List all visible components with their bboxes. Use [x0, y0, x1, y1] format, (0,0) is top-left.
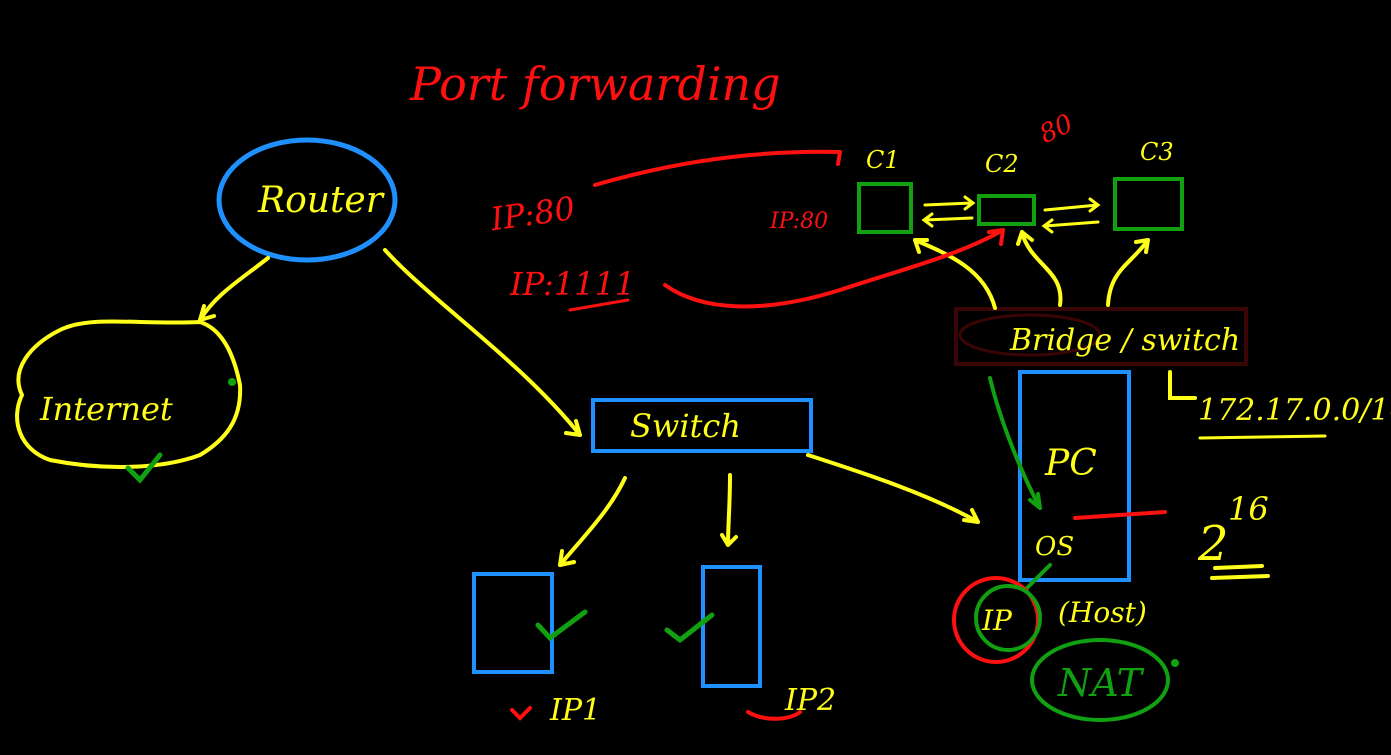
link-switch-host2 — [720, 473, 738, 547]
subnet-label: 172.17.0.0/16 — [1198, 393, 1391, 428]
os-to-ip-arrow — [1023, 563, 1052, 592]
internet-label: Internet — [39, 390, 173, 428]
nat-dot-icon — [1171, 659, 1179, 667]
port-label-ip80: IP:80 — [487, 189, 577, 239]
host1-ip: IP1 — [549, 693, 601, 728]
host-note: (Host) — [1058, 596, 1147, 629]
power-base: 2 — [1197, 516, 1229, 572]
arrow-ip80-c1 — [593, 149, 842, 187]
pc-box — [1018, 370, 1131, 582]
c3-label: C3 — [1140, 138, 1174, 166]
arrow-c2-c3 — [1041, 197, 1101, 234]
host2-underline — [746, 710, 802, 721]
link-router-internet — [198, 256, 270, 322]
ip1111-underline — [568, 298, 630, 312]
host2-ip: IP2 — [784, 683, 836, 718]
arrow-c1-c2 — [921, 195, 976, 228]
link-bridge-c3 — [1106, 238, 1150, 307]
link-router-switch — [383, 248, 582, 437]
c2-port: 80 — [1035, 109, 1078, 150]
host1-check-icon — [535, 609, 588, 642]
nat-ellipse — [1030, 638, 1170, 722]
power-exp: 16 — [1228, 490, 1269, 528]
internet-check-icon — [125, 452, 163, 484]
c2-label: C2 — [985, 150, 1019, 178]
bridge-shade — [958, 313, 1102, 357]
c3-box — [1113, 177, 1184, 231]
nat-label: NAT — [1057, 661, 1145, 705]
bridge-box — [954, 307, 1248, 366]
host-ip-green-circle — [974, 584, 1042, 652]
link-bridge-c1 — [913, 238, 997, 310]
host1-tick-icon — [510, 706, 532, 721]
pc-label: PC — [1044, 443, 1097, 484]
host1-box — [472, 572, 554, 674]
c1-ip: IP:80 — [769, 209, 828, 234]
c1-label: C1 — [866, 146, 900, 174]
link-bridge-c2 — [1016, 230, 1063, 307]
internet-dot-icon — [228, 378, 236, 386]
host2-check-icon — [664, 612, 715, 644]
power-underline — [1210, 564, 1270, 580]
c2-box — [977, 194, 1036, 226]
switch-label: Switch — [630, 407, 741, 445]
host2-box — [701, 565, 762, 688]
switch-box — [591, 398, 813, 453]
router-label: Router — [257, 180, 385, 221]
host-ip-label: IP — [981, 604, 1013, 637]
link-switch-host1 — [558, 476, 627, 567]
router-ellipse — [216, 137, 398, 263]
arrow-ip1111-c2 — [663, 228, 1005, 309]
subnet-underline — [1198, 434, 1327, 440]
pc-red-stroke — [1073, 510, 1167, 520]
bridge-to-os-arrow — [988, 376, 1042, 510]
c1-box — [857, 182, 913, 234]
link-switch-pc — [806, 453, 980, 524]
port-label-ip1111: IP:1111 — [509, 265, 635, 303]
title: Port forwarding — [409, 57, 781, 111]
os-label: OS — [1035, 532, 1074, 562]
bridge-label: Bridge / switch — [1009, 323, 1240, 358]
subnet-pointer — [1168, 370, 1197, 400]
internet-cloud — [15, 319, 243, 469]
